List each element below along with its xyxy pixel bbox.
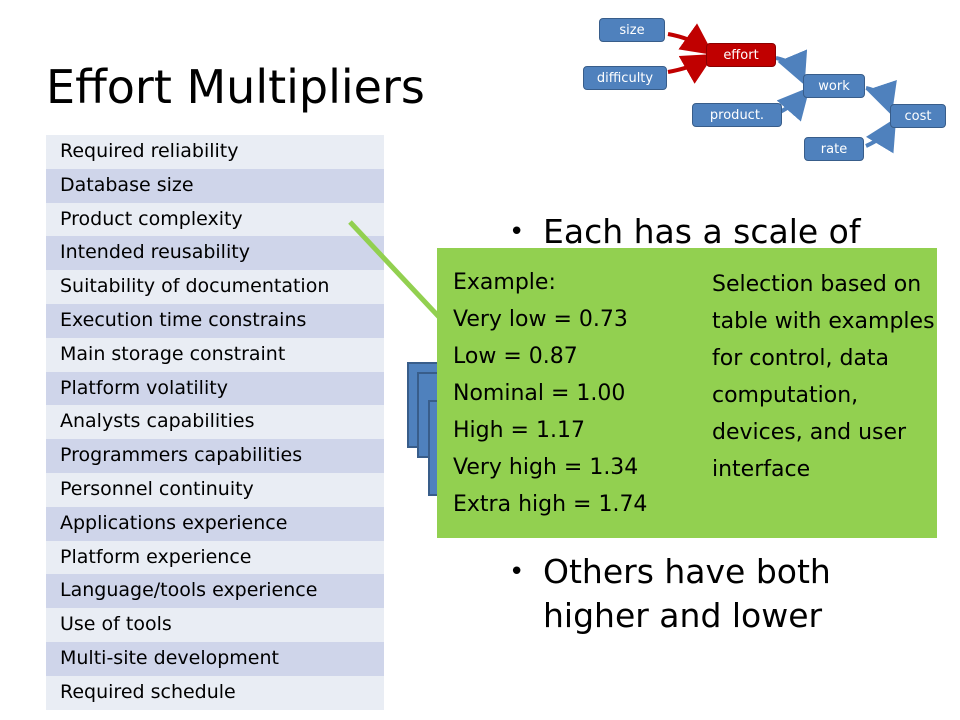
multipliers-table: Required reliability Database size Produ… — [46, 135, 384, 710]
arrow-effort-work — [775, 49, 808, 86]
bullet-text: Others have both higher and lower — [543, 552, 831, 635]
example-low: Low = 0.87 — [453, 344, 578, 369]
example-heading: Example: — [453, 270, 556, 295]
example-values: Example: Very low = 0.73 Low = 0.87 Nomi… — [453, 264, 647, 523]
table-row: Required reliability — [46, 135, 384, 169]
node-effort: effort — [706, 43, 776, 67]
table-row: Product complexity — [46, 202, 384, 237]
table-row: Use of tools — [46, 608, 384, 642]
bullet-dot: • — [509, 557, 525, 587]
table-row: Multi-site development — [46, 641, 384, 676]
example-high: High = 1.17 — [453, 418, 585, 443]
table-row: Execution time constrains — [46, 303, 384, 338]
bullet-text: Each has a scale of — [543, 212, 861, 251]
node-cost: cost — [890, 104, 946, 128]
node-product: product. — [692, 103, 782, 127]
table-row: Platform experience — [46, 540, 384, 575]
node-work: work — [803, 74, 865, 98]
node-size: size — [599, 18, 665, 42]
table-row: Personnel continuity — [46, 472, 384, 507]
node-rate: rate — [804, 137, 864, 161]
arrow-rate-cost — [865, 117, 897, 154]
table-row: Database size — [46, 168, 384, 203]
bullet-others: • Others have both higher and lower — [509, 550, 923, 638]
table-row: Suitability of documentation — [46, 270, 384, 304]
diagram-arrows — [667, 23, 897, 154]
example-very-low: Very low = 0.73 — [453, 307, 628, 332]
cost-flow-diagram: size difficulty effort product. work rat… — [0, 0, 960, 180]
node-difficulty: difficulty — [583, 66, 667, 90]
table-row: Language/tools experience — [46, 574, 384, 609]
bullet-dot: • — [509, 217, 525, 247]
table-row: Main storage constraint — [46, 337, 384, 372]
table-row: Required schedule — [46, 675, 384, 710]
slide-title: Effort Multipliers — [46, 60, 425, 114]
arrow-size-effort — [667, 23, 714, 55]
table-row: Applications experience — [46, 506, 384, 541]
example-very-high: Very high = 1.34 — [453, 455, 639, 480]
table-row: Analysts capabilities — [46, 405, 384, 440]
example-nominal: Nominal = 1.00 — [453, 381, 626, 406]
table-row: Platform volatility — [46, 371, 384, 406]
arrow-product-work — [776, 86, 810, 122]
table-row: Intended reusability — [46, 236, 384, 271]
example-callout: Example: Very low = 0.73 Low = 0.87 Nomi… — [437, 248, 937, 538]
bullet-scale: • Each has a scale of — [509, 210, 923, 254]
arrow-work-cost — [865, 79, 897, 116]
table-row: Programmers capabilities — [46, 439, 384, 473]
selection-note: Selection based on table with examples f… — [712, 272, 935, 482]
example-extra-high: Extra high = 1.74 — [453, 492, 648, 517]
arrow-difficulty-effort — [667, 54, 715, 84]
